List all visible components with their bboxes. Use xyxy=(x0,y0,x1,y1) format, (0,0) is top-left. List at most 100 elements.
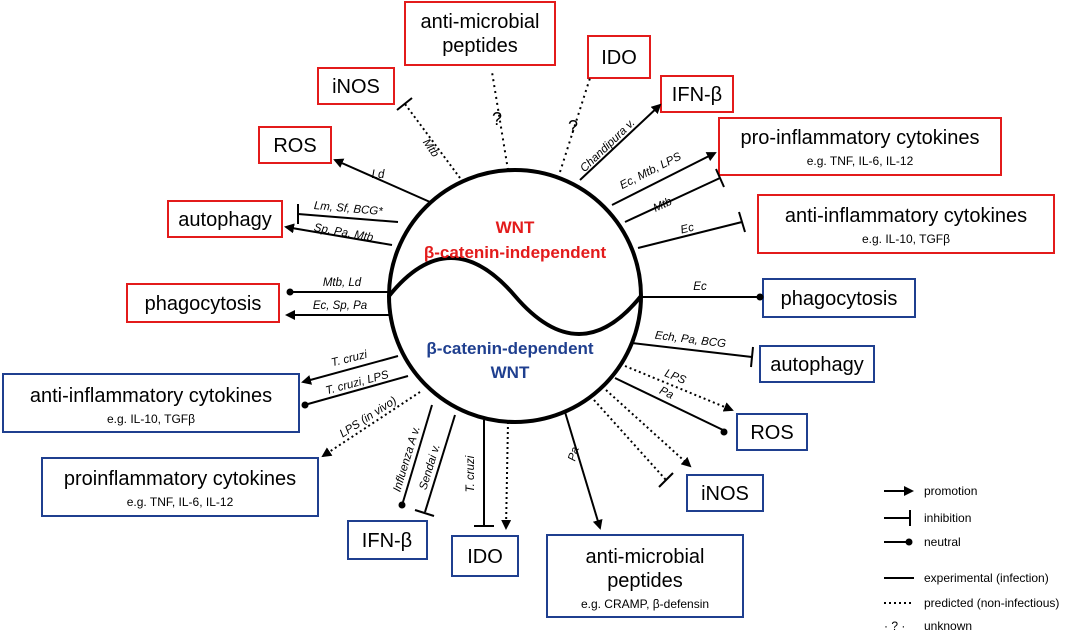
svg-text:promotion: promotion xyxy=(924,484,977,498)
edge-amp-unknown xyxy=(491,71,509,171)
blue-box-ros: ROS xyxy=(736,413,808,451)
svg-text:phagocytosis: phagocytosis xyxy=(781,288,898,310)
svg-text:autophagy: autophagy xyxy=(770,354,863,376)
edge-lm-autophagy xyxy=(297,213,399,223)
blue-box-antimicrobial-peptides: anti-microbial peptides e.g. CRAMP, β-de… xyxy=(546,534,744,618)
edge-pa-amp xyxy=(564,411,603,530)
svg-text:neutral: neutral xyxy=(924,535,961,549)
svg-text:autophagy: autophagy xyxy=(178,209,271,231)
svg-text:inhibition: inhibition xyxy=(924,511,971,525)
stim-pa-ros: Pa xyxy=(657,385,675,402)
edge-ec-antiinf xyxy=(637,221,743,249)
stim-mtb-ld: Mtb, Ld xyxy=(323,277,362,289)
red-box-antimicrobial-peptides: anti-microbial peptides xyxy=(404,1,556,66)
edge-pa-ros xyxy=(614,377,724,431)
edge-tcruzi-antiinf xyxy=(301,355,399,385)
edge-ld-ros xyxy=(333,158,431,203)
red-box-ros: ROS xyxy=(258,126,332,164)
svg-text:ROS: ROS xyxy=(273,135,316,157)
red-box-inos: iNOS xyxy=(317,67,395,105)
edge-ido-promo xyxy=(501,421,512,530)
edge-lps-proinf xyxy=(321,391,421,458)
edge-influenza-ifnb xyxy=(402,404,433,503)
svg-text:iNOS: iNOS xyxy=(332,76,380,98)
stim-tcruzi-ido: T. cruzi xyxy=(465,455,477,492)
center-dependent-line2: WNT xyxy=(491,363,530,382)
edge-chandipura-ifnb xyxy=(579,103,662,181)
stim-chandipura: Chandipura v. xyxy=(578,117,637,175)
stim-pa-amp: Pa xyxy=(566,446,581,463)
blue-box-inos: iNOS xyxy=(686,474,764,512)
svg-text:e.g. IL-10, TGFβ: e.g. IL-10, TGFβ xyxy=(862,232,950,246)
svg-text:IFN-β: IFN-β xyxy=(672,84,722,106)
unknown-mark-ido: ? xyxy=(568,117,578,137)
svg-text:phagocytosis: phagocytosis xyxy=(145,293,262,315)
edge-ech-autophagy xyxy=(631,342,753,358)
red-box-ifnb: IFN-β xyxy=(660,75,734,113)
svg-text:e.g. IL-10, TGFβ: e.g. IL-10, TGFβ xyxy=(107,412,195,426)
legend-inhibition: inhibition xyxy=(884,510,971,526)
svg-text:e.g. TNF, IL-6, IL-12: e.g. TNF, IL-6, IL-12 xyxy=(127,495,234,509)
svg-text:peptides: peptides xyxy=(607,570,683,592)
red-box-proinflammatory-cytokines: pro-inflammatory cytokines e.g. TNF, IL-… xyxy=(718,117,1002,176)
center-circle: WNT β-catenin-independent β-catenin-depe… xyxy=(387,168,643,424)
blue-box-antiinflammatory-cytokines: anti-inflammatory cytokines e.g. IL-10, … xyxy=(2,373,300,433)
svg-text:unknown: unknown xyxy=(924,619,972,633)
svg-text:anti-inflammatory cytokines: anti-inflammatory cytokines xyxy=(30,385,272,407)
center-independent-line2: β-catenin-independent xyxy=(424,243,607,262)
svg-text:anti-microbial: anti-microbial xyxy=(421,11,540,33)
connectors-independent xyxy=(284,71,746,320)
red-box-phagocytosis: phagocytosis xyxy=(126,283,280,323)
svg-text:peptides: peptides xyxy=(442,35,518,57)
unknown-mark-amp: ? xyxy=(492,109,502,129)
stim-mtb-inos: Mtb xyxy=(420,137,441,160)
stim-sp-pa-mtb: Sp, Pa, Mtb xyxy=(313,222,375,244)
svg-text:proinflammatory cytokines: proinflammatory cytokines xyxy=(64,468,296,490)
blue-box-ido: IDO xyxy=(451,535,519,577)
svg-text:e.g. TNF, IL-6, IL-12: e.g. TNF, IL-6, IL-12 xyxy=(807,154,914,168)
edge-ido-unknown xyxy=(559,77,591,173)
svg-text:experimental (infection): experimental (infection) xyxy=(924,571,1049,585)
svg-text:anti-inflammatory cytokines: anti-inflammatory cytokines xyxy=(785,205,1027,227)
svg-text:IFN-β: IFN-β xyxy=(362,530,412,552)
edge-mtb-proinf xyxy=(624,177,721,223)
svg-text:ROS: ROS xyxy=(750,422,793,444)
svg-text:iNOS: iNOS xyxy=(701,483,749,505)
blue-box-autophagy: autophagy xyxy=(759,345,875,383)
legend-neutral: neutral xyxy=(884,535,961,549)
legend-unknown: · ? · unknown xyxy=(884,619,972,633)
stim-ec-antiinf: Ec xyxy=(679,222,695,237)
stim-mtb-proinf: Mtb xyxy=(652,196,675,215)
stim-ec-phago: Ec xyxy=(693,281,707,293)
blue-box-ifnb: IFN-β xyxy=(347,520,428,560)
edge-inos-inhib xyxy=(593,399,667,481)
blue-box-proinflammatory-cytokines: proinflammatory cytokines e.g. TNF, IL-6… xyxy=(41,457,319,517)
edge-tcruzi-lps-antiinf xyxy=(307,375,409,405)
svg-text:IDO: IDO xyxy=(601,47,637,69)
svg-text:predicted (non-infectious): predicted (non-infectious) xyxy=(924,596,1059,610)
edge-sp-autophagy xyxy=(284,223,393,246)
legend-predicted: predicted (non-infectious) xyxy=(884,596,1059,610)
edge-mtb-inos xyxy=(404,103,461,179)
edge-ec-proinf xyxy=(611,152,717,206)
stim-ec-sp-pa: Ec, Sp, Pa xyxy=(313,300,367,312)
stim-lps-invivo: LPS (in vivo) xyxy=(338,395,399,441)
red-box-autophagy: autophagy xyxy=(167,200,283,238)
red-box-antiinflammatory-cytokines: anti-inflammatory cytokines e.g. IL-10, … xyxy=(757,194,1055,254)
legend-promotion: promotion xyxy=(884,484,977,498)
blue-box-phagocytosis: phagocytosis xyxy=(762,278,916,318)
edge-inos-promo xyxy=(605,389,692,468)
stim-ld-ros: Ld xyxy=(372,169,385,181)
svg-text:anti-microbial: anti-microbial xyxy=(586,546,705,568)
svg-text:· ? ·: · ? · xyxy=(884,619,905,633)
legend-experimental: experimental (infection) xyxy=(884,571,1049,585)
connectors-dependent xyxy=(301,293,764,530)
svg-text:e.g. CRAMP, β-defensin: e.g. CRAMP, β-defensin xyxy=(581,597,709,611)
edge-sendai-ifnb xyxy=(424,414,456,513)
legend: promotion inhibition neutral experimenta… xyxy=(884,484,1059,633)
svg-text:IDO: IDO xyxy=(467,546,503,568)
center-independent-line1: WNT xyxy=(496,218,535,237)
center-dependent-line1: β-catenin-dependent xyxy=(426,339,594,358)
